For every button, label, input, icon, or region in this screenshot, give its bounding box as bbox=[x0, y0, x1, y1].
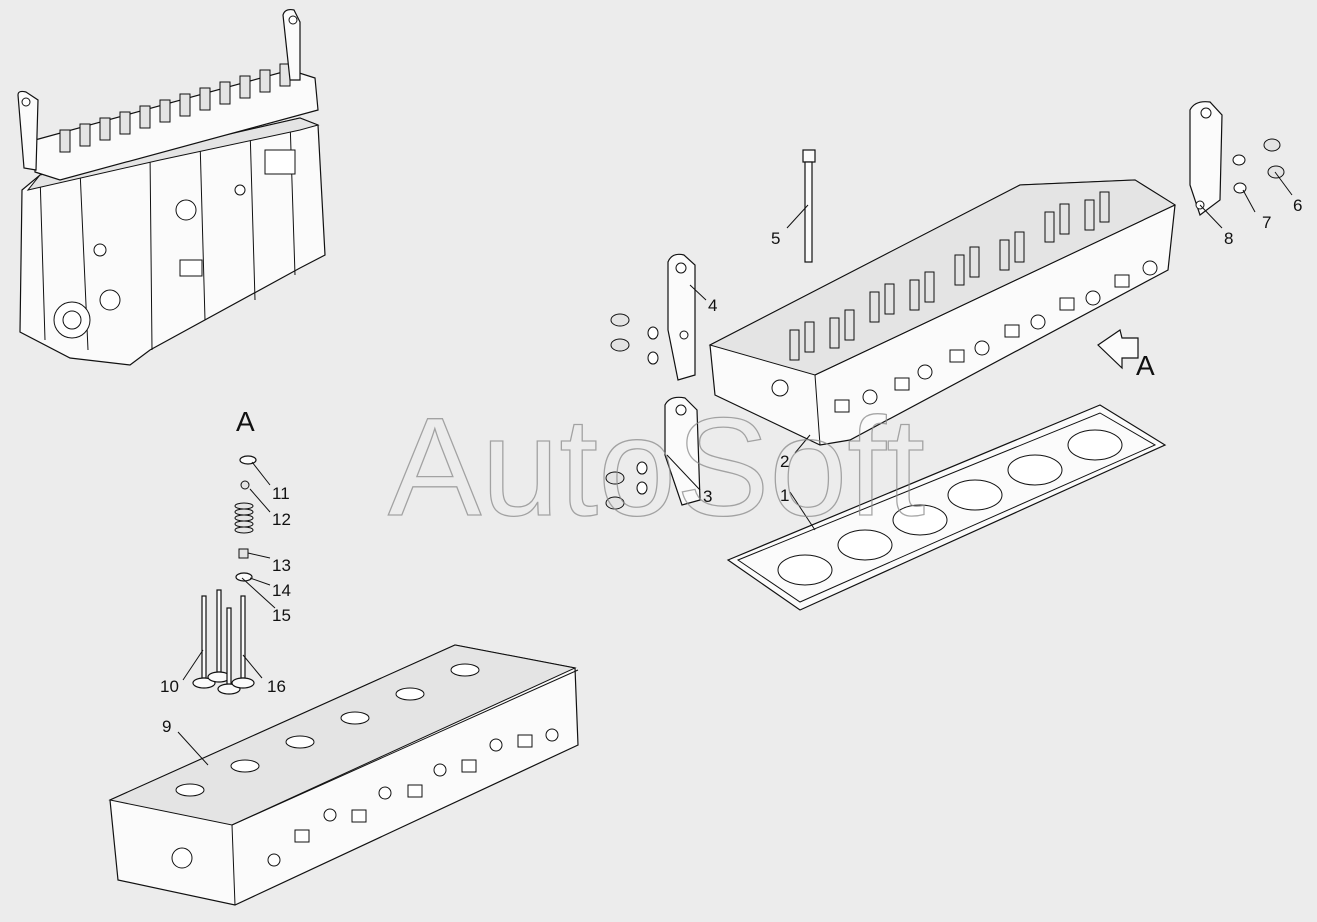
callout-6: 6 bbox=[1293, 196, 1302, 215]
valve-keeper bbox=[240, 480, 250, 490]
callout-5: 5 bbox=[771, 229, 780, 248]
callout-3: 3 bbox=[703, 487, 712, 506]
side-lifting-bracket bbox=[1189, 101, 1285, 216]
head-bolt bbox=[802, 149, 816, 263]
callout-12: 12 bbox=[272, 510, 291, 529]
callout-11: 11 bbox=[272, 484, 290, 503]
valve-cotter bbox=[239, 455, 257, 465]
leader-lines bbox=[177, 171, 1293, 766]
valves bbox=[192, 589, 255, 695]
callout-13: 13 bbox=[272, 556, 291, 575]
rear-lifting-bracket bbox=[605, 396, 701, 510]
watermark: AutoSoft bbox=[388, 388, 925, 545]
cylinder-head-assembly bbox=[708, 179, 1177, 446]
valve-spring bbox=[234, 502, 254, 534]
valve-train-detail bbox=[192, 455, 257, 695]
head-valve-springs bbox=[789, 191, 1110, 361]
head-gasket bbox=[726, 404, 1167, 611]
detail-a-label: A bbox=[236, 406, 255, 437]
gasket-bores bbox=[777, 429, 1123, 586]
view-arrow bbox=[1097, 329, 1139, 370]
callout-7: 7 bbox=[1262, 213, 1271, 232]
callout-15: 15 bbox=[272, 606, 291, 625]
callout-2: 2 bbox=[780, 452, 789, 471]
front-lifting-bracket bbox=[610, 253, 696, 381]
callout-labels: 1 2 3 4 5 6 7 8 9 10 11 12 13 14 15 16 bbox=[160, 196, 1302, 736]
callout-10: 10 bbox=[160, 677, 179, 696]
engine-assembly bbox=[17, 8, 326, 366]
head-ports bbox=[175, 663, 480, 797]
spring-washer bbox=[235, 572, 253, 582]
arrow-a-label: A bbox=[1136, 350, 1155, 381]
cylinder-head-bare bbox=[108, 644, 579, 906]
callout-14: 14 bbox=[272, 581, 291, 600]
engine-valve-springs bbox=[59, 63, 291, 153]
callout-9: 9 bbox=[162, 717, 171, 736]
callout-8: 8 bbox=[1224, 229, 1233, 248]
callout-4: 4 bbox=[708, 296, 717, 315]
callout-1: 1 bbox=[780, 486, 789, 505]
valve-seal bbox=[238, 548, 249, 559]
callout-16: 16 bbox=[267, 677, 286, 696]
